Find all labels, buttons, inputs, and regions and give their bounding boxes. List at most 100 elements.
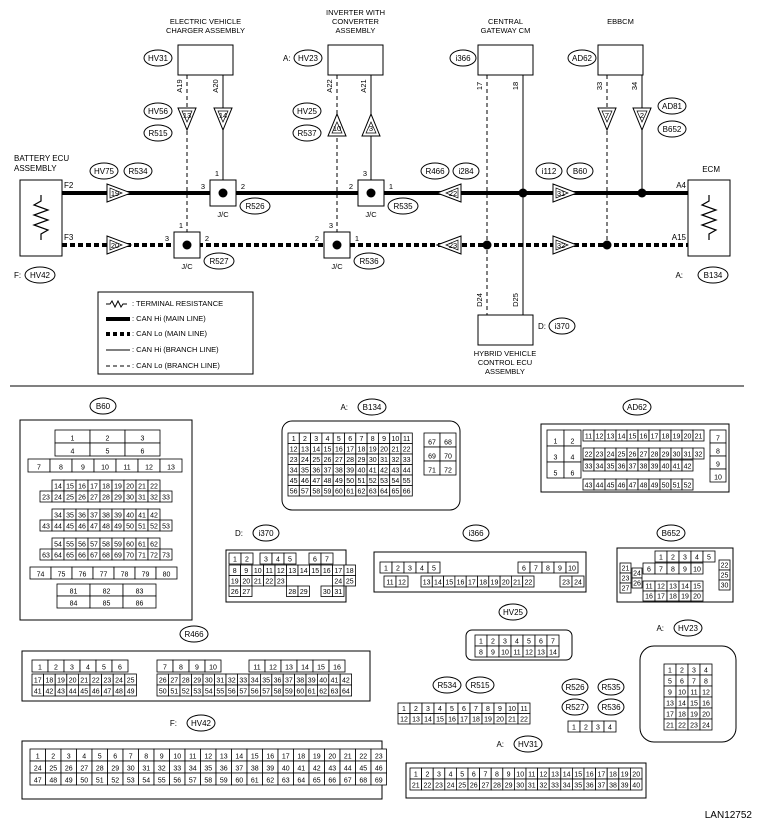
pin-number: 4 [420, 566, 424, 573]
connector-view-title-oval [462, 524, 490, 542]
pin-number: 38 [640, 464, 648, 471]
pin-number: 10 [714, 475, 722, 482]
pin-number: 23 [375, 754, 383, 761]
pin-number: 57 [239, 689, 247, 696]
pin-number: 19 [231, 579, 239, 586]
pin-number: 21 [344, 754, 352, 761]
pin-cell [283, 552, 297, 565]
pin-number: 18 [678, 712, 686, 719]
pin-number: 3 [426, 706, 430, 713]
pin-number: 56 [173, 778, 181, 785]
pin-number: 22 [678, 723, 686, 730]
pin-number: 10 [508, 706, 516, 713]
pin-number: 15 [324, 447, 332, 454]
pin-number: 9 [491, 650, 495, 657]
pin-number: 39 [266, 766, 274, 773]
pin-number: 52 [150, 524, 158, 531]
pin-number: 34 [54, 513, 62, 520]
pin-number: 67 [428, 440, 436, 447]
pin-number: 30 [323, 589, 331, 596]
connector-code-jc2-oval [203, 252, 235, 270]
connector-pin-triangle-inner [555, 187, 569, 199]
pin-number: 53 [380, 478, 388, 485]
pin-label: F2 [64, 181, 74, 190]
pin-number: 29 [193, 678, 201, 685]
connector-view-title: i366 [468, 529, 484, 538]
pin-number: 12 [525, 650, 533, 657]
pin-number: 13 [288, 568, 296, 575]
ecm-title: ECM [702, 165, 720, 174]
pin-number: 45 [359, 766, 367, 773]
pin-number: 11 [690, 690, 697, 697]
pin-number: 19 [114, 484, 122, 491]
pin-number: 12 [290, 447, 298, 454]
pin-number: 21 [508, 717, 516, 724]
pin-number: 46 [618, 483, 626, 490]
pin-number: 5 [450, 706, 454, 713]
pin-number: 28 [346, 457, 354, 464]
pin-number: 40 [662, 464, 670, 471]
pin-number: 8 [546, 566, 550, 573]
pin-number: 35 [66, 513, 74, 520]
connector-code-r534-oval [123, 162, 153, 180]
connector-code-r466-oval [420, 162, 450, 180]
pin-number: 2 [584, 725, 588, 732]
connector-code-i366: i366 [455, 54, 471, 63]
pin-number: 20 [380, 447, 388, 454]
pin-number: 2 [205, 234, 209, 243]
pin-number: 31 [216, 678, 224, 685]
pin-number: 31 [557, 189, 565, 198]
pin-number: 51 [96, 778, 104, 785]
pin-number: 23 [562, 580, 570, 587]
pin-number: 39 [621, 783, 629, 790]
pin-number: 8 [179, 665, 183, 672]
pin-number: 31 [684, 452, 692, 459]
connector-code-hv42: HV42 [30, 271, 51, 280]
pin-number: 46 [375, 766, 383, 773]
pin-number: 38 [335, 468, 343, 475]
pin-number: 4 [438, 706, 442, 713]
pin-number: 1 [659, 555, 663, 562]
pin-number: 15 [317, 665, 325, 672]
pin-number: 14 [219, 111, 227, 120]
pin-number: 3 [141, 436, 145, 443]
pin-cell [630, 778, 643, 791]
splice-dot [332, 240, 342, 250]
pin-number: 19 [313, 754, 321, 761]
pin-label: A19 [175, 79, 184, 92]
prefix-label: F: [170, 719, 177, 728]
pin-number: 9 [244, 568, 248, 575]
pin-number: 35 [301, 468, 309, 475]
connector-code-hv42-oval [24, 266, 56, 284]
connector-pin-triangle-inner [445, 239, 459, 251]
ebbcm-box [597, 44, 644, 76]
pin-number: 4 [326, 436, 330, 443]
pin-label: A15 [672, 233, 687, 242]
pin-number: 7 [659, 567, 663, 574]
evc-title: ELECTRIC VEHICLE [170, 17, 241, 26]
pin-number: 7 [474, 706, 478, 713]
pin-number: 20 [693, 594, 701, 601]
pin-number: 1 [402, 706, 406, 713]
pin-number: 2 [54, 665, 58, 672]
pin-number: 58 [312, 489, 320, 496]
pin-label: 17 [475, 82, 484, 90]
pin-number: 20 [496, 717, 504, 724]
pin-cell [400, 485, 413, 497]
pin-number: 21 [513, 580, 521, 587]
pin-number: 14 [300, 568, 308, 575]
pin-cell [681, 478, 694, 491]
pin-number: 2 [571, 439, 575, 446]
pin-number: 10 [501, 650, 509, 657]
pin-number: 40 [319, 678, 327, 685]
pin-number: 48 [49, 778, 57, 785]
pin-cell [274, 575, 287, 587]
pin-number: 3 [683, 555, 687, 562]
pin-number: 39 [114, 513, 122, 520]
pin-number: 20 [328, 754, 336, 761]
pin-number: 44 [403, 468, 411, 475]
pin-number: 41 [297, 766, 305, 773]
pin-number: 50 [159, 689, 167, 696]
connector-code-i112-oval [535, 162, 563, 180]
pin-number: 47 [90, 524, 98, 531]
